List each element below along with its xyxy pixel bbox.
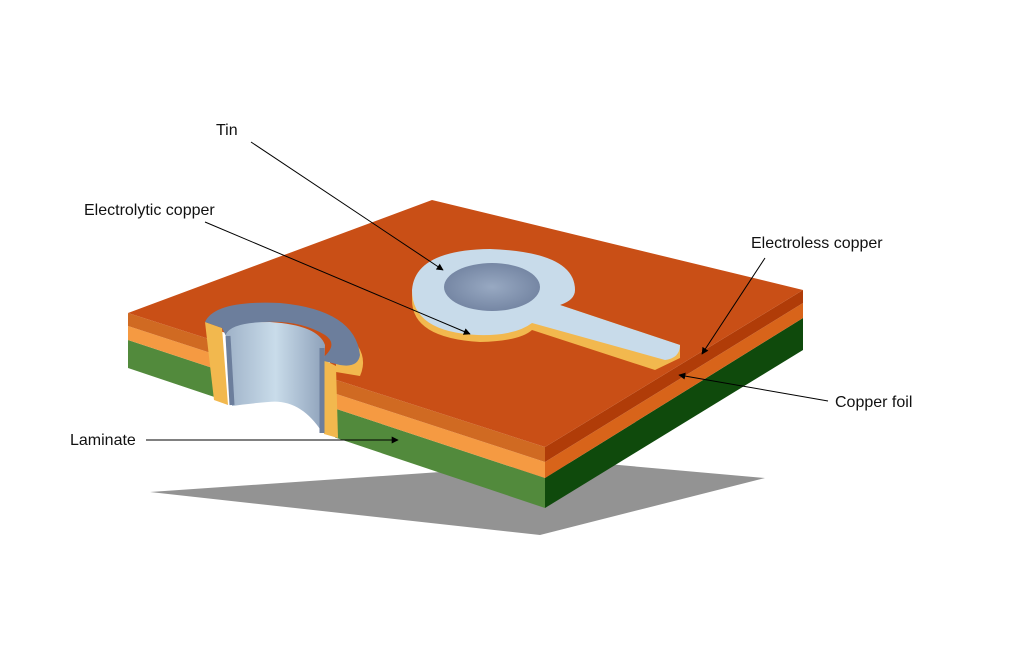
label-copper-foil: Copper foil xyxy=(835,394,912,411)
electrolytic-copper-leader xyxy=(204,221,471,335)
via-copper-left xyxy=(205,322,228,405)
electroless-copper-right xyxy=(545,290,803,462)
electroless-copper-leader xyxy=(701,257,766,355)
label-electrolytic-copper: Electrolytic copper xyxy=(84,202,215,219)
label-tin: Tin xyxy=(216,122,238,139)
board-shadow xyxy=(150,462,765,535)
via-wall-left xyxy=(225,335,235,406)
label-electroless-copper: Electroless copper xyxy=(751,235,883,252)
tin-pad-hole xyxy=(444,263,540,311)
label-laminate: Laminate xyxy=(70,432,136,449)
copper-foil-right xyxy=(545,303,803,478)
copper-foil-leader xyxy=(678,372,829,402)
via-barrel xyxy=(226,322,325,432)
tin-leader xyxy=(250,141,444,271)
via-rim xyxy=(205,302,360,366)
laminate-right xyxy=(545,318,803,508)
